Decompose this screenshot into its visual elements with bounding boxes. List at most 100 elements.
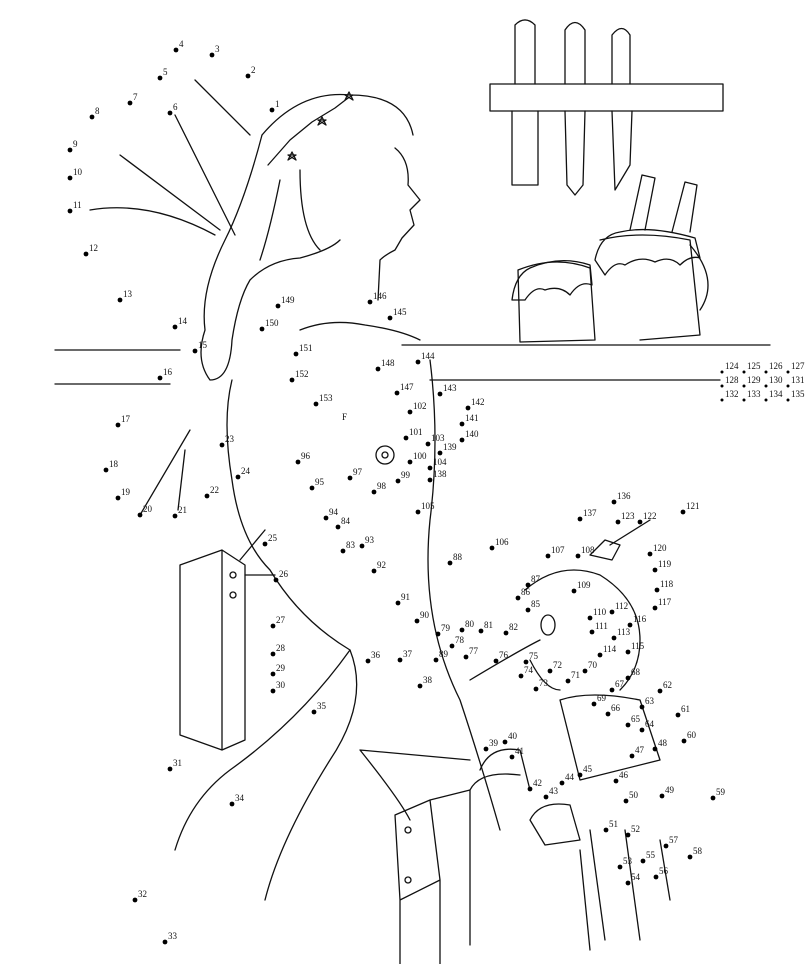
dot-47: [629, 753, 635, 759]
dot-82: [503, 630, 509, 636]
dot-121: [680, 509, 686, 515]
dot-label-61: 61: [681, 704, 690, 714]
dot-84: [335, 524, 341, 530]
dot-125: [742, 370, 746, 374]
dot-label-15: 15: [198, 340, 208, 350]
dot-label-126: 126: [769, 361, 783, 371]
dot-45: [577, 772, 583, 778]
dot-label-25: 25: [268, 533, 278, 543]
dot-label-110: 110: [593, 607, 607, 617]
dot-150: [259, 326, 265, 332]
dot-95: [309, 485, 315, 491]
dot-label-87: 87: [531, 574, 541, 584]
dot-38: [417, 683, 423, 689]
dot-label-139: 139: [443, 442, 457, 452]
dot-137: [577, 516, 583, 522]
dot-label-103: 103: [431, 433, 445, 443]
dot-4: [173, 47, 179, 53]
dot-109: [571, 588, 577, 594]
dot-64: [639, 727, 645, 733]
dot-105: [415, 509, 421, 515]
dot-label-91: 91: [401, 592, 410, 602]
dot-30: [270, 688, 276, 694]
dot-label-16: 16: [163, 367, 173, 377]
dot-label-67: 67: [615, 679, 625, 689]
dot-8: [89, 114, 95, 120]
dot-33: [162, 939, 168, 945]
dot-140: [459, 437, 465, 443]
dot-label-123: 123: [621, 511, 635, 521]
dot-142: [465, 405, 471, 411]
knife-rack: [489, 19, 724, 196]
dot-152: [289, 377, 295, 383]
dot-label-42: 42: [533, 778, 542, 788]
dot-122: [637, 519, 643, 525]
dot-19: [115, 495, 121, 501]
dot-136: [611, 499, 617, 505]
dot-label-106: 106: [495, 537, 509, 547]
dot-label-85: 85: [531, 599, 541, 609]
dot-label-88: 88: [453, 552, 463, 562]
dot-label-146: 146: [373, 291, 387, 301]
dot-74: [518, 673, 524, 679]
dot-63: [639, 704, 645, 710]
dot-143: [437, 391, 443, 397]
dot-label-134: 134: [769, 389, 783, 399]
dot-label-7: 7: [133, 92, 138, 102]
dot-98: [371, 489, 377, 495]
dot-5: [157, 75, 163, 81]
dot-label-97: 97: [353, 467, 363, 477]
dot-18: [103, 467, 109, 473]
dot-label-48: 48: [658, 738, 668, 748]
dot-label-6: 6: [173, 102, 178, 112]
dot-48: [652, 746, 658, 752]
dot-69: [591, 701, 597, 707]
dot-label-140: 140: [465, 429, 479, 439]
dot-label-30: 30: [276, 680, 286, 690]
dot-label-99: 99: [401, 470, 411, 480]
dot-label-4: 4: [179, 39, 184, 49]
dot-label-121: 121: [686, 501, 700, 511]
dot-104: [427, 465, 433, 471]
dot-label-54: 54: [631, 872, 641, 882]
dot-99: [395, 478, 401, 484]
dot-label-37: 37: [403, 649, 413, 659]
dot-146: [367, 299, 373, 305]
dot-141: [459, 421, 465, 427]
dot-label-70: 70: [588, 660, 598, 670]
dot-label-115: 115: [631, 641, 645, 651]
dot-32: [132, 897, 138, 903]
dot-label-82: 82: [509, 622, 518, 632]
dot-label-22: 22: [210, 485, 219, 495]
dot-label-10: 10: [73, 167, 83, 177]
dot-37: [397, 657, 403, 663]
dot-label-119: 119: [658, 559, 672, 569]
dot-label-149: 149: [281, 295, 295, 305]
dot-label-14: 14: [178, 316, 188, 326]
dot-59: [710, 795, 716, 801]
dot-10: [67, 175, 73, 181]
dot-107: [545, 553, 551, 559]
dot-88: [447, 560, 453, 566]
dot-72: [547, 668, 553, 674]
dot-label-144: 144: [421, 351, 435, 361]
dot-label-90: 90: [420, 610, 430, 620]
dot-56: [653, 874, 659, 880]
dot-label-34: 34: [235, 793, 245, 803]
dot-23: [219, 442, 225, 448]
dot-label-120: 120: [653, 543, 667, 553]
dot-label-29: 29: [276, 663, 286, 673]
dot-129: [742, 384, 746, 388]
dot-106: [489, 545, 495, 551]
dot-label-38: 38: [423, 675, 433, 685]
dot-label-21: 21: [178, 505, 187, 515]
dot-label-122: 122: [643, 511, 657, 521]
dot-label-138: 138: [433, 469, 447, 479]
dot-label-74: 74: [524, 665, 534, 675]
dot-20: [137, 512, 143, 518]
dot-label-133: 133: [747, 389, 761, 399]
dot-31: [167, 766, 173, 772]
chair: [179, 529, 471, 964]
dot-62: [657, 688, 663, 694]
dot-label-86: 86: [521, 587, 531, 597]
